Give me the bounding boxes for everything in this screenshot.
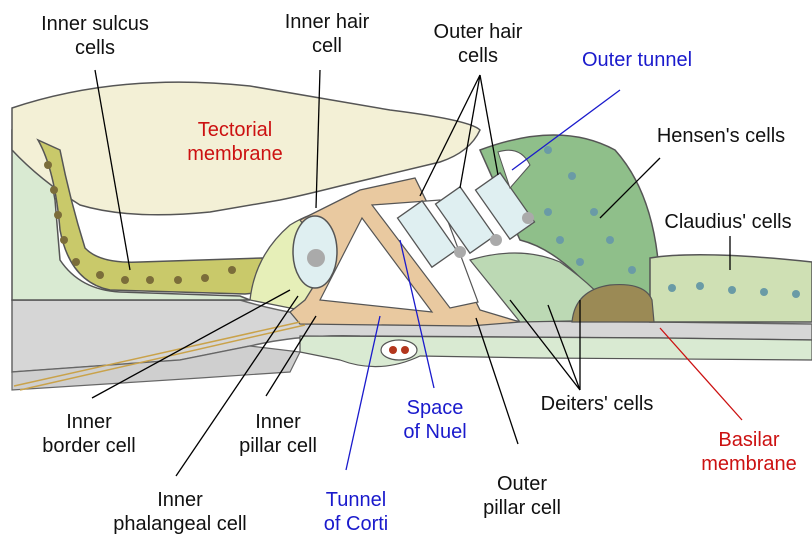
label-inner-pillar-cell: Inner pillar cell (218, 410, 338, 458)
label-tunnel-corti-line1: Tunnel (306, 488, 406, 512)
label-inner-pillar-line1: Inner (218, 410, 338, 434)
label-outer-pillar-line2: pillar cell (462, 496, 582, 520)
label-inner-border-line1: Inner (24, 410, 154, 434)
label-inner-pillar-line2: pillar cell (218, 434, 338, 458)
label-space-nuel-line2: of Nuel (385, 420, 485, 444)
blood-vessel (381, 340, 417, 360)
label-tectorial-membrane: Tectorial membrane (165, 118, 305, 166)
label-tectorial-line2: membrane (165, 142, 305, 166)
label-outer-tunnel-line1: Outer tunnel (562, 48, 712, 72)
label-tectorial-line1: Tectorial (165, 118, 305, 142)
label-inner-sulcus-line2: cells (25, 36, 165, 60)
label-space-nuel-line1: Space (385, 396, 485, 420)
rbc-1 (389, 346, 397, 354)
label-deiters-line1: Deiters' cells (522, 392, 672, 416)
label-inner-border-line2: border cell (24, 434, 154, 458)
label-hensen-line1: Hensen's cells (636, 124, 806, 148)
label-claudius-line1: Claudius' cells (644, 210, 812, 234)
label-outer-tunnel: Outer tunnel (562, 48, 712, 72)
label-claudius-cells: Claudius' cells (644, 210, 812, 234)
label-inner-phalangeal-line2: phalangeal cell (90, 512, 270, 536)
label-outer-hair-line1: Outer hair (418, 20, 538, 44)
label-basilar-line1: Basilar (690, 428, 808, 452)
label-inner-hair-line2: cell (272, 34, 382, 58)
inner-hair-nucleus (307, 249, 325, 267)
label-inner-sulcus-line1: Inner sulcus (25, 12, 165, 36)
label-outer-hair-cells: Outer hair cells (418, 20, 538, 68)
label-space-of-nuel: Space of Nuel (385, 396, 485, 444)
label-hensens-cells: Hensen's cells (636, 124, 806, 148)
rbc-2 (401, 346, 409, 354)
label-inner-phalangeal-cell: Inner phalangeal cell (90, 488, 270, 536)
lower-tissue (300, 336, 812, 367)
label-inner-border-cell: Inner border cell (24, 410, 154, 458)
label-inner-sulcus-cells: Inner sulcus cells (25, 12, 165, 60)
label-outer-hair-line2: cells (418, 44, 538, 68)
label-inner-hair-cell: Inner hair cell (272, 10, 382, 58)
label-basilar-membrane: Basilar membrane (690, 428, 808, 476)
label-deiters-cells: Deiters' cells (522, 392, 672, 416)
label-outer-pillar-cell: Outer pillar cell (462, 472, 582, 520)
label-inner-hair-line1: Inner hair (272, 10, 382, 34)
label-outer-pillar-line1: Outer (462, 472, 582, 496)
label-inner-phalangeal-line1: Inner (90, 488, 270, 512)
label-basilar-line2: membrane (690, 452, 808, 476)
label-tunnel-corti-line2: of Corti (306, 512, 406, 536)
label-tunnel-of-corti: Tunnel of Corti (306, 488, 406, 536)
